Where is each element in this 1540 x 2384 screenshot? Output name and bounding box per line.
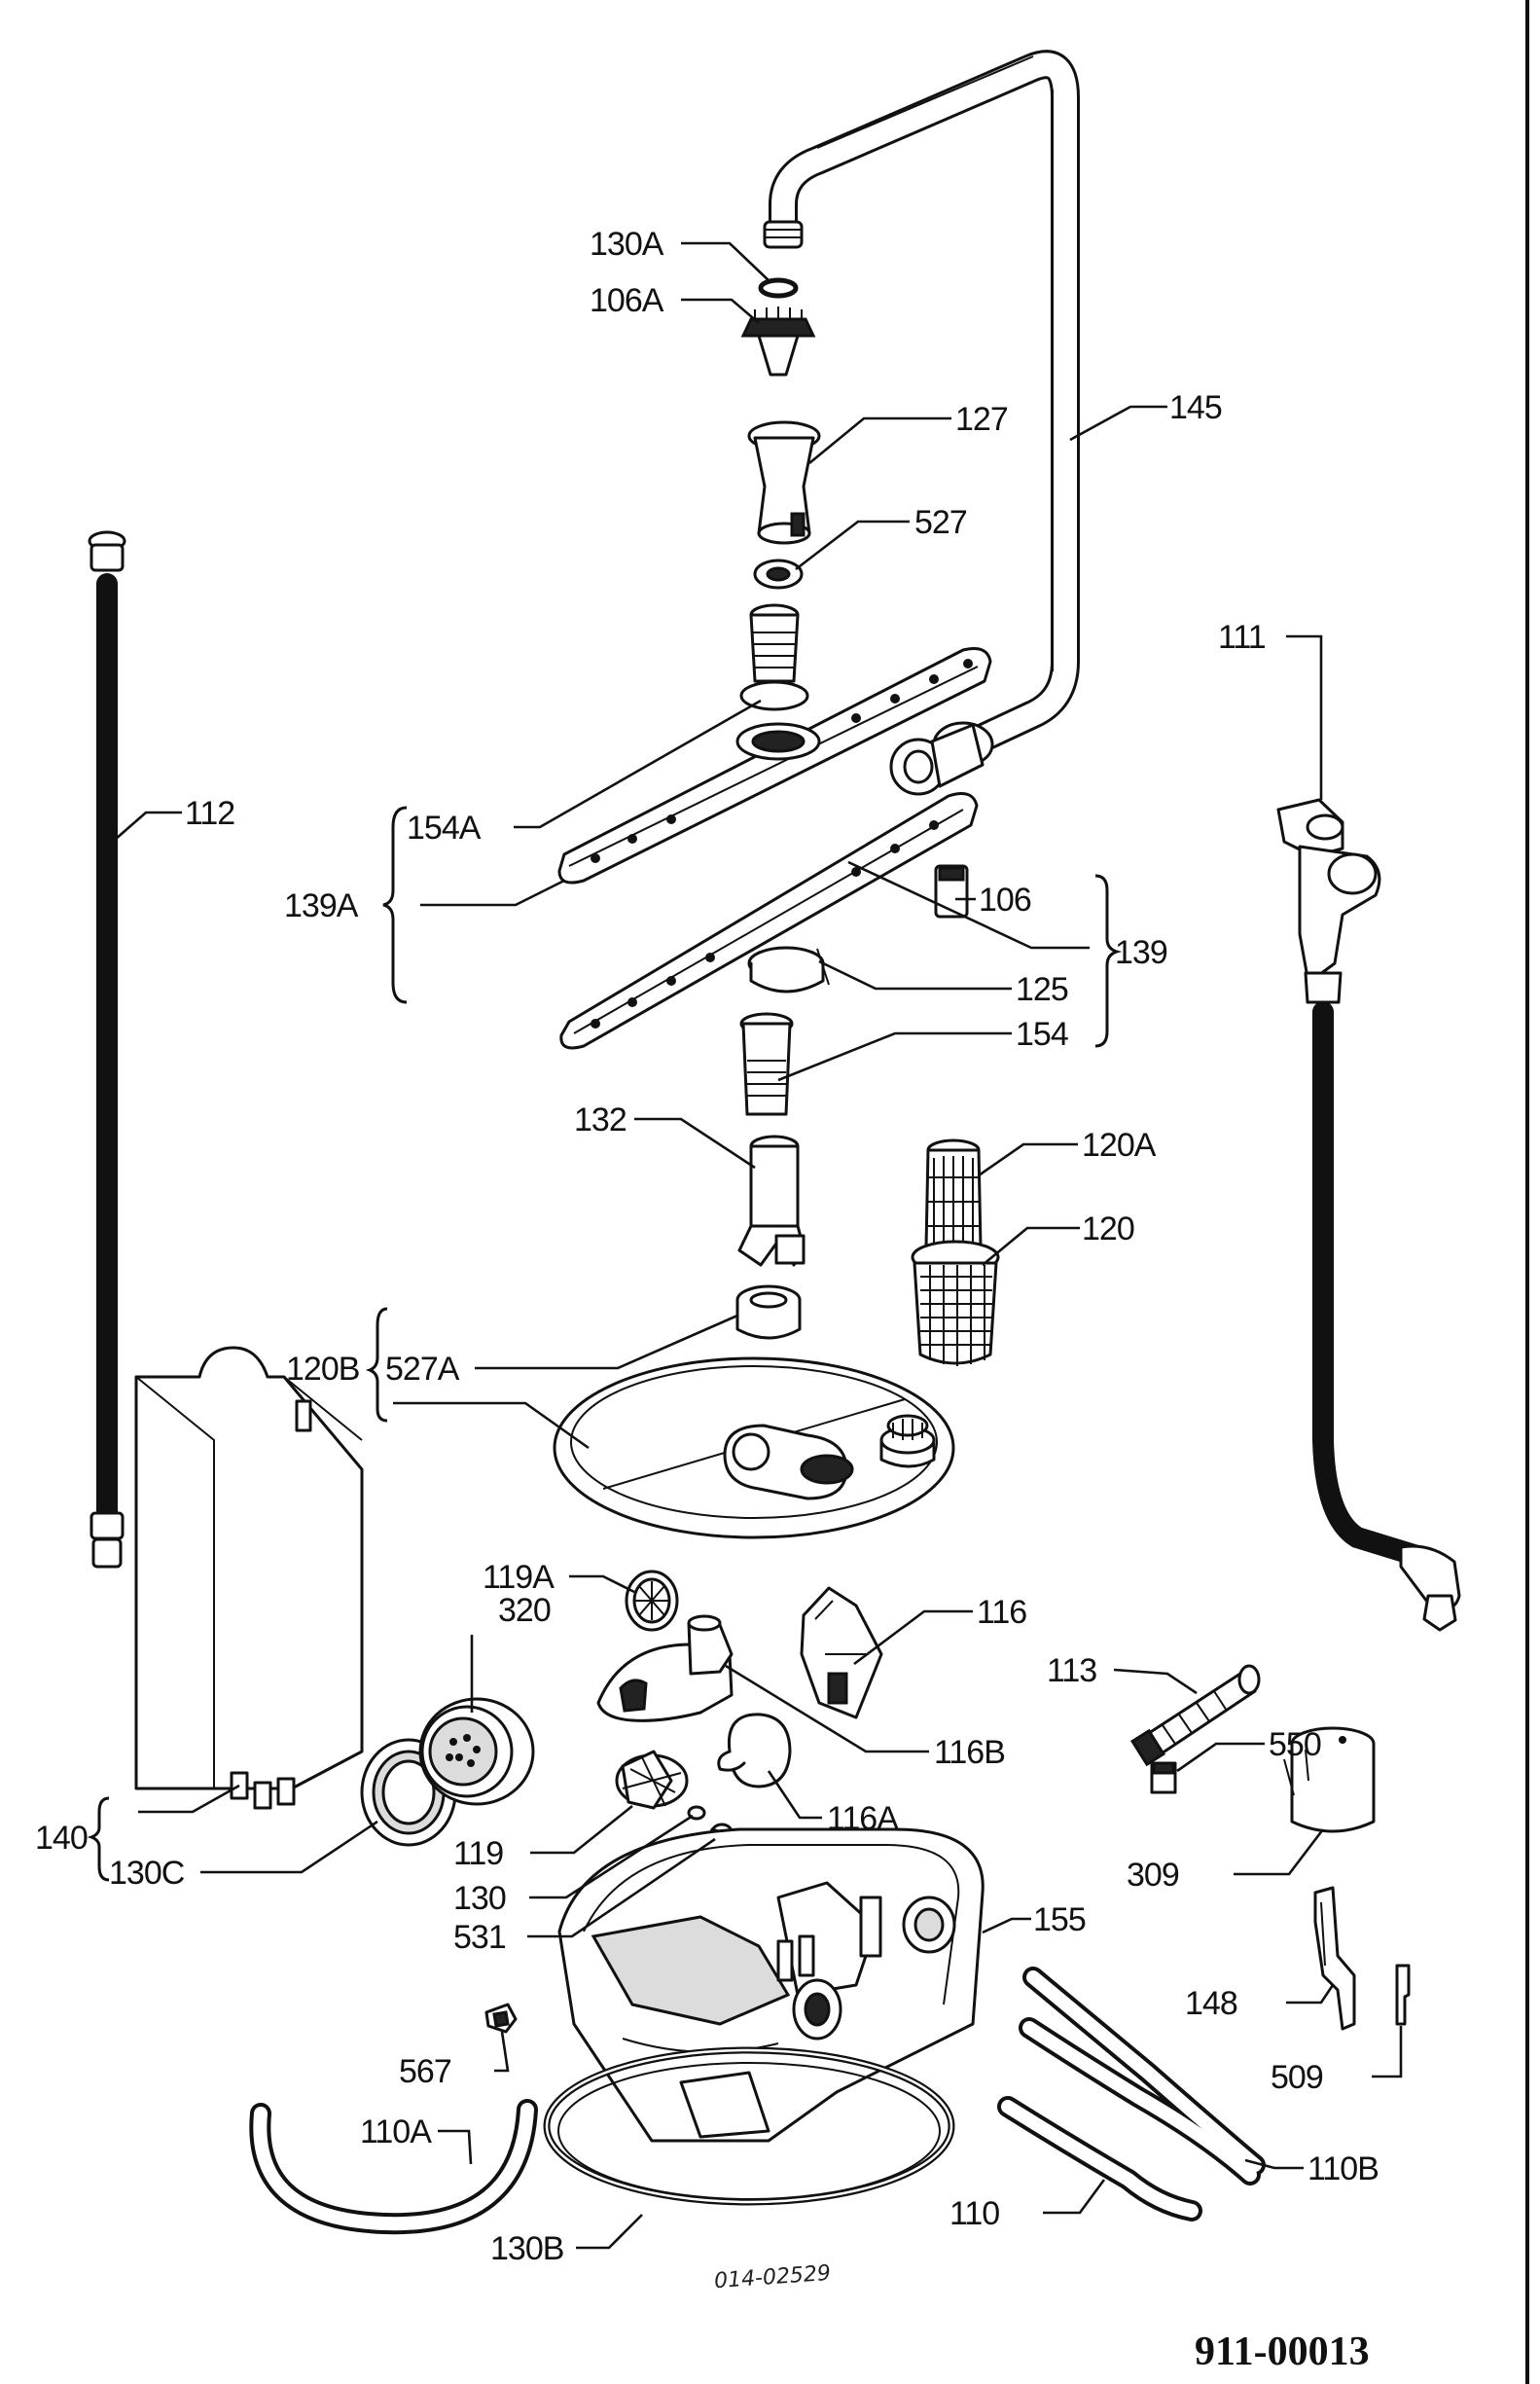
label-106: 106 — [979, 882, 1031, 919]
label-106a: 106A — [590, 282, 664, 319]
part-567-clip — [484, 2003, 518, 2034]
label-120: 120 — [1082, 1210, 1134, 1247]
part-130a-o-ring — [758, 277, 799, 299]
label-139a: 139A — [284, 887, 359, 924]
label-120a: 120A — [1082, 1127, 1157, 1164]
label-320: 320 — [498, 1592, 551, 1629]
part-120a-micro-filter — [924, 1138, 983, 1249]
drawing-code: 014-02529 — [713, 2261, 831, 2294]
part-155-sump — [557, 1827, 985, 2143]
part-139a-upper-spray-arm — [557, 647, 992, 885]
part-113-heater — [1130, 1664, 1261, 1767]
part-106-clip — [934, 864, 969, 919]
part-116a-cap — [717, 1713, 792, 1788]
part-527a-seal — [735, 1284, 802, 1340]
part-112-inlet-hose — [88, 530, 126, 1569]
label-309: 309 — [1127, 1857, 1179, 1894]
part-110a-hose — [249, 2099, 538, 2235]
part-120-coarse-filter — [911, 1240, 1000, 1366]
label-567: 567 — [399, 2053, 451, 2090]
label-116a: 116A — [827, 1800, 899, 1837]
label-154: 154 — [1016, 1016, 1068, 1053]
label-125: 125 — [1016, 971, 1068, 1008]
label-531: 531 — [453, 1919, 506, 1956]
label-119a: 119A — [483, 1559, 555, 1596]
part-309-cap — [1283, 1726, 1376, 1833]
part-119-impeller — [615, 1750, 689, 1810]
label-145: 145 — [1169, 389, 1222, 426]
part-145-spray-pipe — [763, 50, 1080, 796]
label-119: 119 — [453, 1835, 503, 1872]
label-130: 130 — [453, 1880, 506, 1917]
label-148: 148 — [1185, 1985, 1237, 2022]
brace-120b — [365, 1307, 388, 1423]
label-527a: 527A — [385, 1351, 460, 1388]
label-110b: 110B — [1307, 2150, 1379, 2187]
brace-139 — [1094, 874, 1123, 1048]
part-110b-hose — [1019, 1967, 1266, 2185]
part-509-clip — [1395, 1964, 1411, 2026]
label-127: 127 — [955, 401, 1008, 438]
part-111-drain-hose — [1276, 798, 1461, 1632]
part-148-bracket — [1313, 1886, 1356, 2031]
part-110-hose — [997, 2096, 1202, 2221]
label-116: 116 — [977, 1594, 1026, 1631]
part-139-lower-spray-arm — [559, 792, 979, 1050]
brace-139a — [382, 806, 408, 1004]
label-527: 527 — [914, 504, 967, 541]
part-116-valve — [800, 1586, 883, 1719]
part-125-bearing — [747, 946, 830, 993]
label-130a: 130A — [590, 226, 664, 263]
brace-140 — [87, 1796, 110, 1882]
leader-lines — [106, 241, 1403, 2250]
label-111: 111 — [1218, 619, 1266, 656]
callout-labels: 130A 106A 127 145 527 111 112 154A 139A … — [35, 226, 1379, 2267]
part-320-pump-cover — [418, 1697, 535, 1806]
part-116b-housing — [596, 1614, 734, 1722]
label-509: 509 — [1271, 2059, 1323, 2096]
label-154a: 154A — [407, 810, 482, 847]
label-132: 132 — [574, 1102, 627, 1138]
part-154-bushing — [739, 1012, 794, 1116]
part-140-softener — [134, 1346, 364, 1810]
label-112: 112 — [185, 795, 234, 832]
label-155: 155 — [1033, 1901, 1086, 1938]
label-130b: 130B — [490, 2230, 563, 2267]
label-130c: 130C — [109, 1855, 185, 1892]
part-527-washer — [753, 559, 804, 590]
part-119a-impeller-disk — [625, 1570, 679, 1632]
label-110: 110 — [949, 2195, 999, 2232]
label-120b: 120B — [286, 1351, 359, 1388]
part-130b-sump-gasket — [543, 2046, 955, 2206]
part-127-coupling — [747, 420, 821, 545]
part-154a-hub — [739, 603, 809, 711]
label-139: 139 — [1115, 934, 1167, 971]
part-550-fuse — [1150, 1761, 1177, 1794]
part-120b-filter-plate — [553, 1356, 955, 1539]
label-113: 113 — [1047, 1652, 1096, 1689]
label-116b: 116B — [934, 1734, 1005, 1771]
label-140: 140 — [35, 1820, 88, 1857]
part-132-tube — [737, 1135, 806, 1267]
part-106a-nut — [740, 307, 816, 377]
label-550: 550 — [1269, 1726, 1321, 1763]
part-140-connectors — [230, 1771, 296, 1810]
label-110a: 110A — [360, 2113, 432, 2150]
reference-number: 911-00013 — [1195, 2330, 1370, 2374]
